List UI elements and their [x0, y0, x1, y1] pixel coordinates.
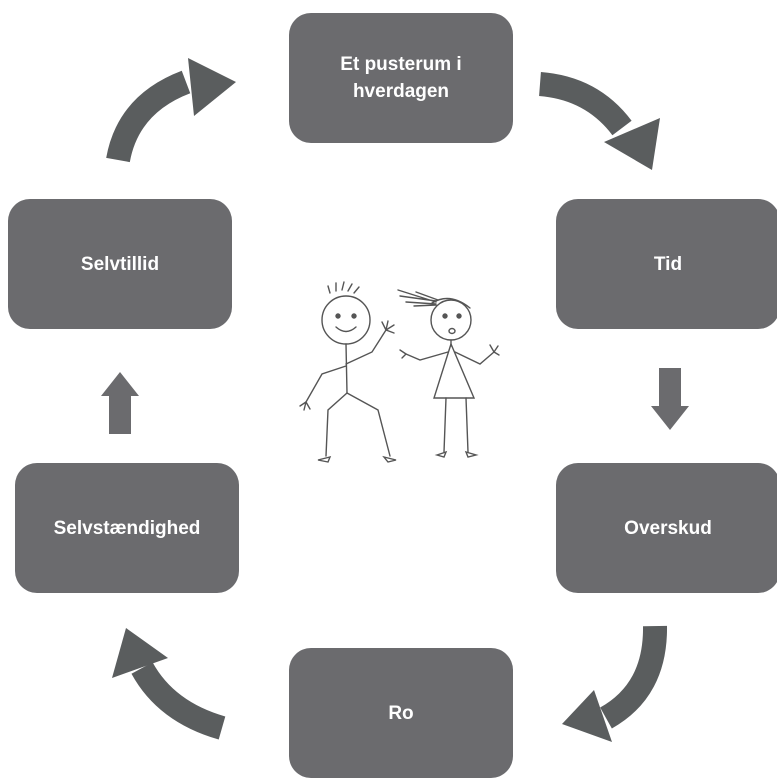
node-overskud-label: Overskud: [624, 517, 712, 539]
node-ro-label: Ro: [388, 702, 414, 724]
node-tid: Tid: [556, 199, 777, 329]
arrow-ro-to-selvstaendighed: [112, 628, 226, 740]
arrow-selvstaendighed-to-selvtillid: [101, 372, 139, 434]
arrow-selvtillid-to-top: [106, 58, 236, 163]
node-selvtillid: Selvtillid: [8, 199, 232, 329]
arrow-tid-to-overskud: [651, 368, 689, 430]
arrow-overskud-to-ro: [562, 625, 668, 742]
node-selvstaendighed-label: Selvstændighed: [53, 517, 201, 539]
girl-figure-icon: [397, 289, 500, 458]
node-overskud: Overskud: [556, 463, 777, 593]
node-tid-label: Tid: [653, 253, 683, 275]
node-et-pusterum-label: Et pusterum i hverdagen: [340, 54, 462, 102]
node-selvstaendighed: Selvstændighed: [15, 463, 239, 593]
node-selvtillid-label: Selvtillid: [80, 253, 160, 275]
boy-figure-icon: [299, 281, 397, 463]
arrow-top-to-tid: [538, 72, 660, 170]
node-et-pusterum: Et pusterum i hverdagen: [289, 13, 513, 143]
node-ro: Ro: [289, 648, 513, 778]
